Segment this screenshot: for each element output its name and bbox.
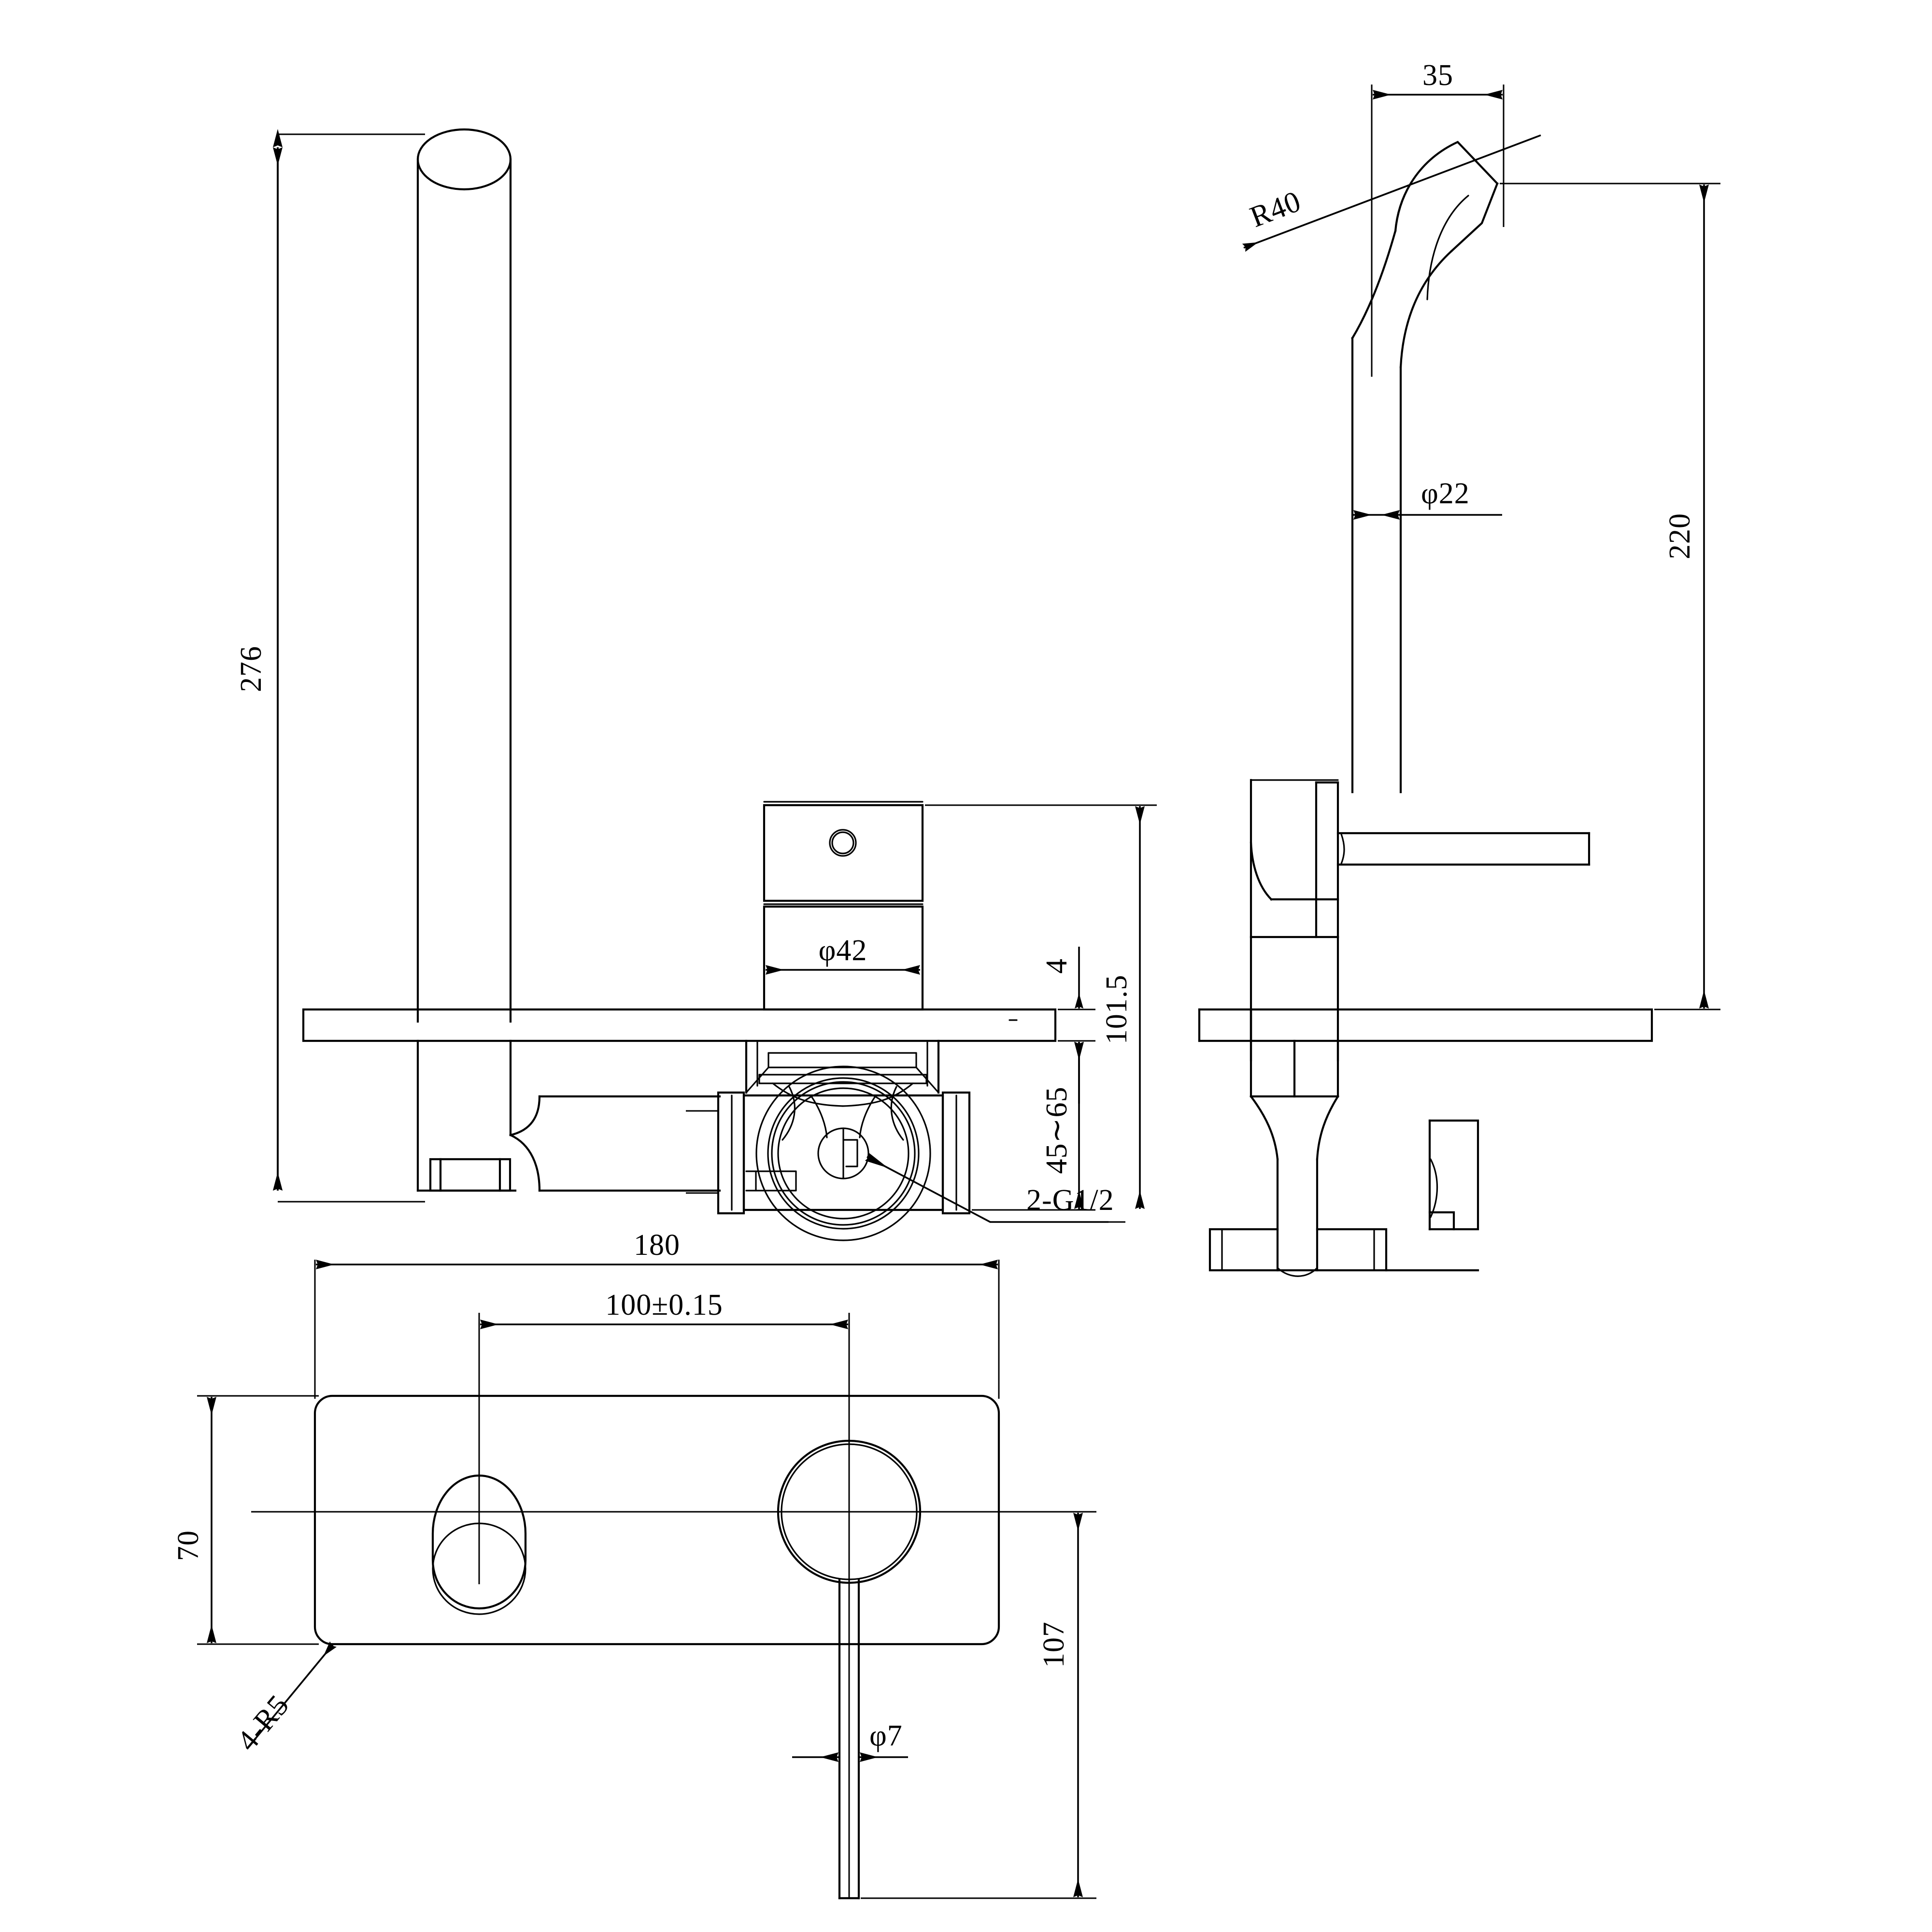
note-label-2-g1-2: 2-G1/2 <box>1026 1184 1114 1217</box>
dim-220: 220 <box>1500 183 1720 1010</box>
side-face-plate <box>1198 1008 1653 1042</box>
side-lower-stem <box>1208 1039 1479 1277</box>
note-2-g1-2: 2-G1/2 <box>865 1153 1125 1223</box>
dim-276: 276 <box>235 129 425 1203</box>
plan-face-plate <box>313 1394 1000 1646</box>
dim-label-100-tol: 100±0.15 <box>605 1289 723 1321</box>
dim-label-4: 4 <box>1040 958 1073 974</box>
front-valve-body <box>686 1065 971 1241</box>
note-4-r5: 4-R5 <box>230 1641 337 1757</box>
dim-d42: φ42 <box>766 934 920 975</box>
dim-label-276: 276 <box>235 646 268 692</box>
plan-centre-lines <box>251 1353 1038 1898</box>
note-label-4-r5: 4-R5 <box>230 1689 295 1757</box>
dim-107: 107 <box>861 1511 1096 1899</box>
dim-r40: R40 <box>1242 134 1541 252</box>
side-handle-body <box>1250 779 1591 938</box>
dim-label-220: 220 <box>1663 513 1696 559</box>
dim-45-65: 45∼65 <box>972 1042 1095 1211</box>
front-handle-cap <box>763 801 924 902</box>
dim-d22: φ22 <box>1353 477 1502 520</box>
dim-label-70: 70 <box>172 1530 205 1561</box>
dim-100-tol: 100±0.15 <box>478 1289 850 1512</box>
front-spout-base <box>416 1039 721 1192</box>
dim-d7: φ7 <box>792 1719 908 1762</box>
dim-label-r40: R40 <box>1246 185 1306 234</box>
front-handle-body <box>763 903 924 1011</box>
dim-70: 70 <box>172 1395 319 1645</box>
dim-label-d22: φ22 <box>1421 477 1470 510</box>
dim-35: 35 <box>1371 59 1505 377</box>
dim-label-35: 35 <box>1422 59 1453 92</box>
front-face-plate <box>302 1008 1057 1042</box>
front-spout-tube <box>416 128 512 1023</box>
dim-label-107: 107 <box>1037 1621 1070 1668</box>
side-view: 35 R40 φ22 220 <box>1198 59 1720 1277</box>
dim-label-d7: φ7 <box>869 1719 903 1752</box>
dim-label-45-65: 45∼65 <box>1040 1087 1073 1174</box>
dim-label-180: 180 <box>634 1229 680 1262</box>
plan-view: 180 100±0.15 70 107 4-R5 <box>172 1229 1096 1900</box>
front-view: 276 φ42 4 45∼65 101.5 <box>235 128 1157 1241</box>
dim-101-5: 101.5 <box>925 804 1157 1209</box>
dim-label-d42: φ42 <box>819 934 867 967</box>
side-spout-tip <box>1351 141 1499 794</box>
dim-180: 180 <box>314 1229 1000 1399</box>
plan-pin-shaft <box>838 1578 860 1900</box>
dim-label-101-5: 101.5 <box>1100 975 1133 1045</box>
dim-4: 4 <box>1040 947 1095 1104</box>
